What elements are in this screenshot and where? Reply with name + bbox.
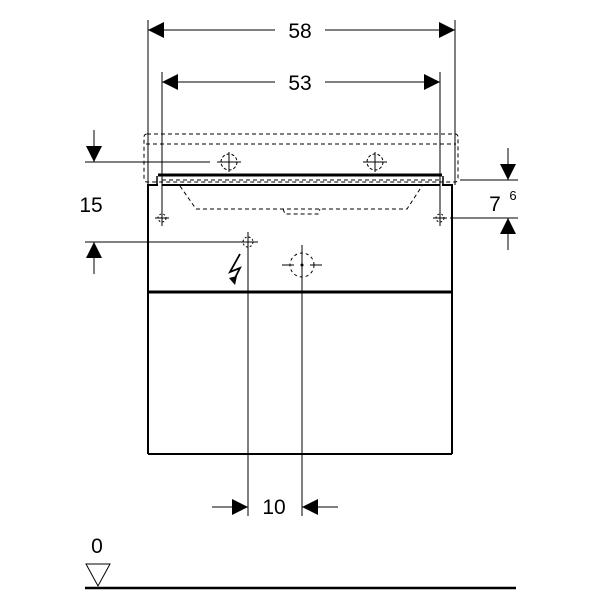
washbasin-outline <box>143 133 459 215</box>
extension-lines <box>85 20 518 516</box>
dimension-53: 53 <box>162 72 440 95</box>
dimension-7-6: 7 6 <box>489 148 517 250</box>
dimension-superscript: 6 <box>509 188 516 203</box>
floor-level-label: 0 <box>91 535 103 558</box>
floor-level-triangle-icon <box>85 563 111 588</box>
dimension-label: 10 <box>262 496 285 519</box>
dimension-10: 10 <box>212 496 338 519</box>
electrical-connection-icon <box>227 253 242 285</box>
dimension-label: 58 <box>288 20 311 43</box>
dimension-label: 53 <box>288 72 311 95</box>
dimension-58: 58 <box>148 20 455 43</box>
dimension-label: 15 <box>79 194 102 217</box>
floor-level: 0 <box>85 535 516 590</box>
dimension-label: 7 <box>489 193 501 216</box>
crosshair-icon <box>155 152 447 285</box>
cabinet <box>147 173 453 455</box>
dimension-15: 15 <box>79 130 103 274</box>
